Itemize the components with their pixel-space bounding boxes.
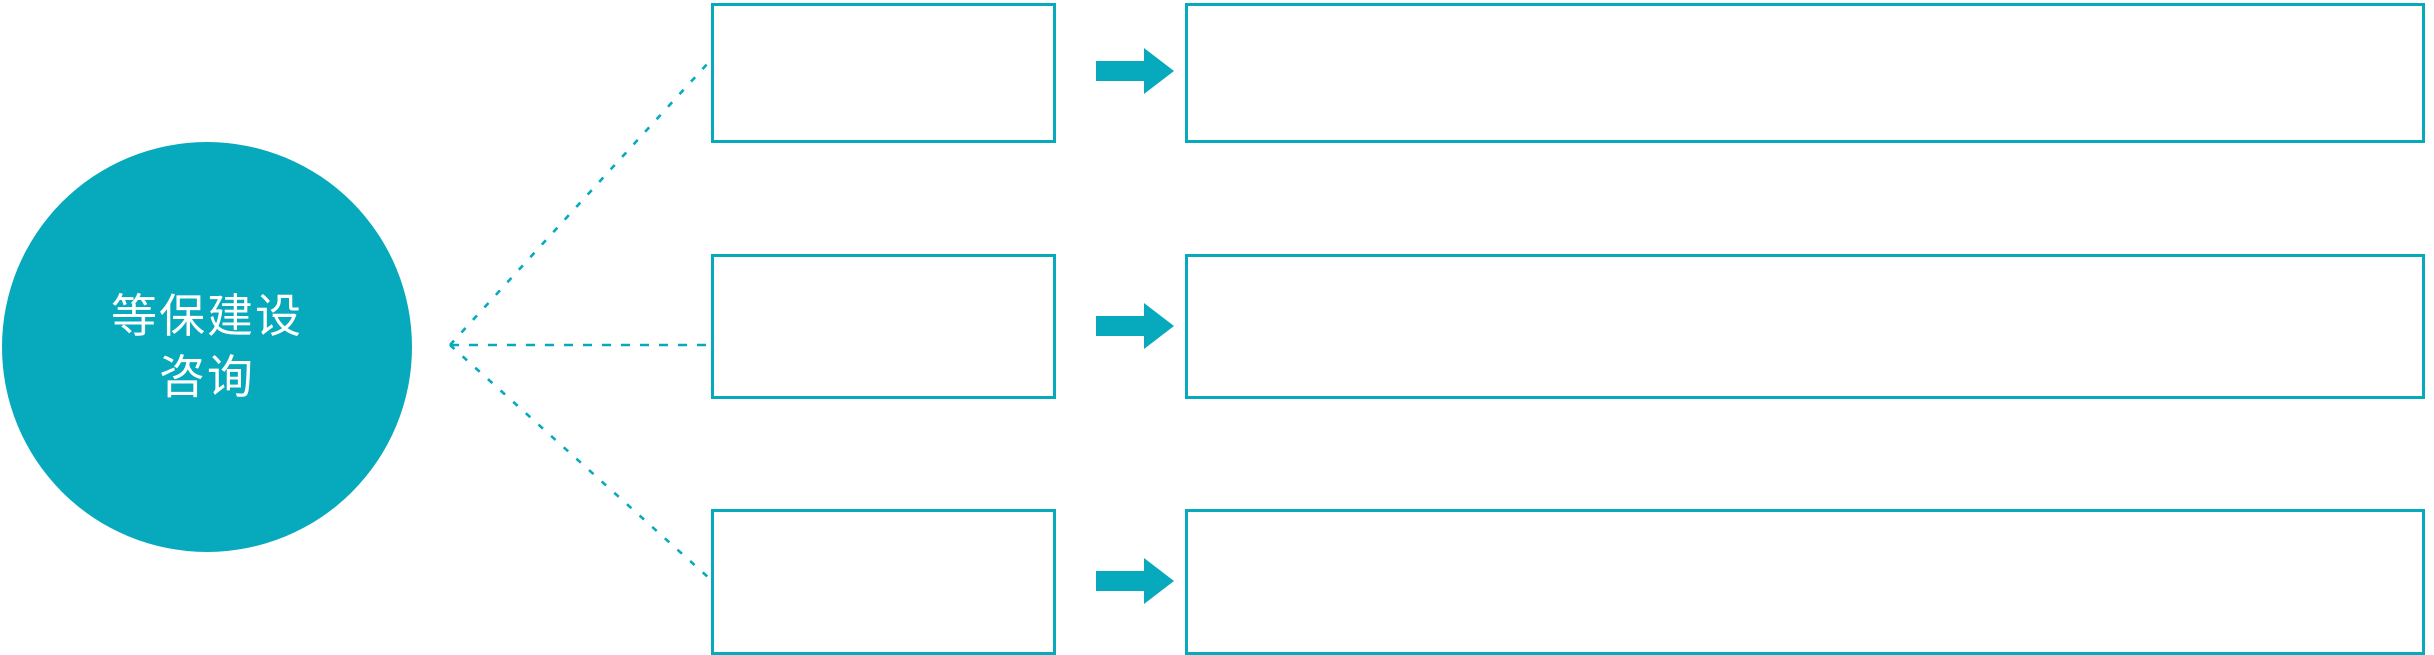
connector-line-row-3 [449,344,710,579]
stage-box-row-1[interactable] [711,3,1056,143]
detail-box-row-1[interactable] [1185,3,2425,143]
block-arrow-right-icon-row-1 [1096,48,1174,94]
hub-label-line-2: 咨询 [159,351,255,403]
block-arrow-right-icon-row-2 [1096,303,1174,349]
hub-label-line-1: 等保建设 [111,290,303,343]
stage-box-row-3[interactable] [711,509,1056,655]
detail-box-row-2[interactable] [1185,254,2425,399]
stage-box-row-2[interactable] [711,254,1056,399]
detail-box-row-3[interactable] [1185,509,2425,655]
hub-circle[interactable]: 等保建设 咨询 [2,142,412,552]
block-arrow-right-icon-row-3 [1096,558,1174,604]
connector-line-row-1 [449,61,710,346]
